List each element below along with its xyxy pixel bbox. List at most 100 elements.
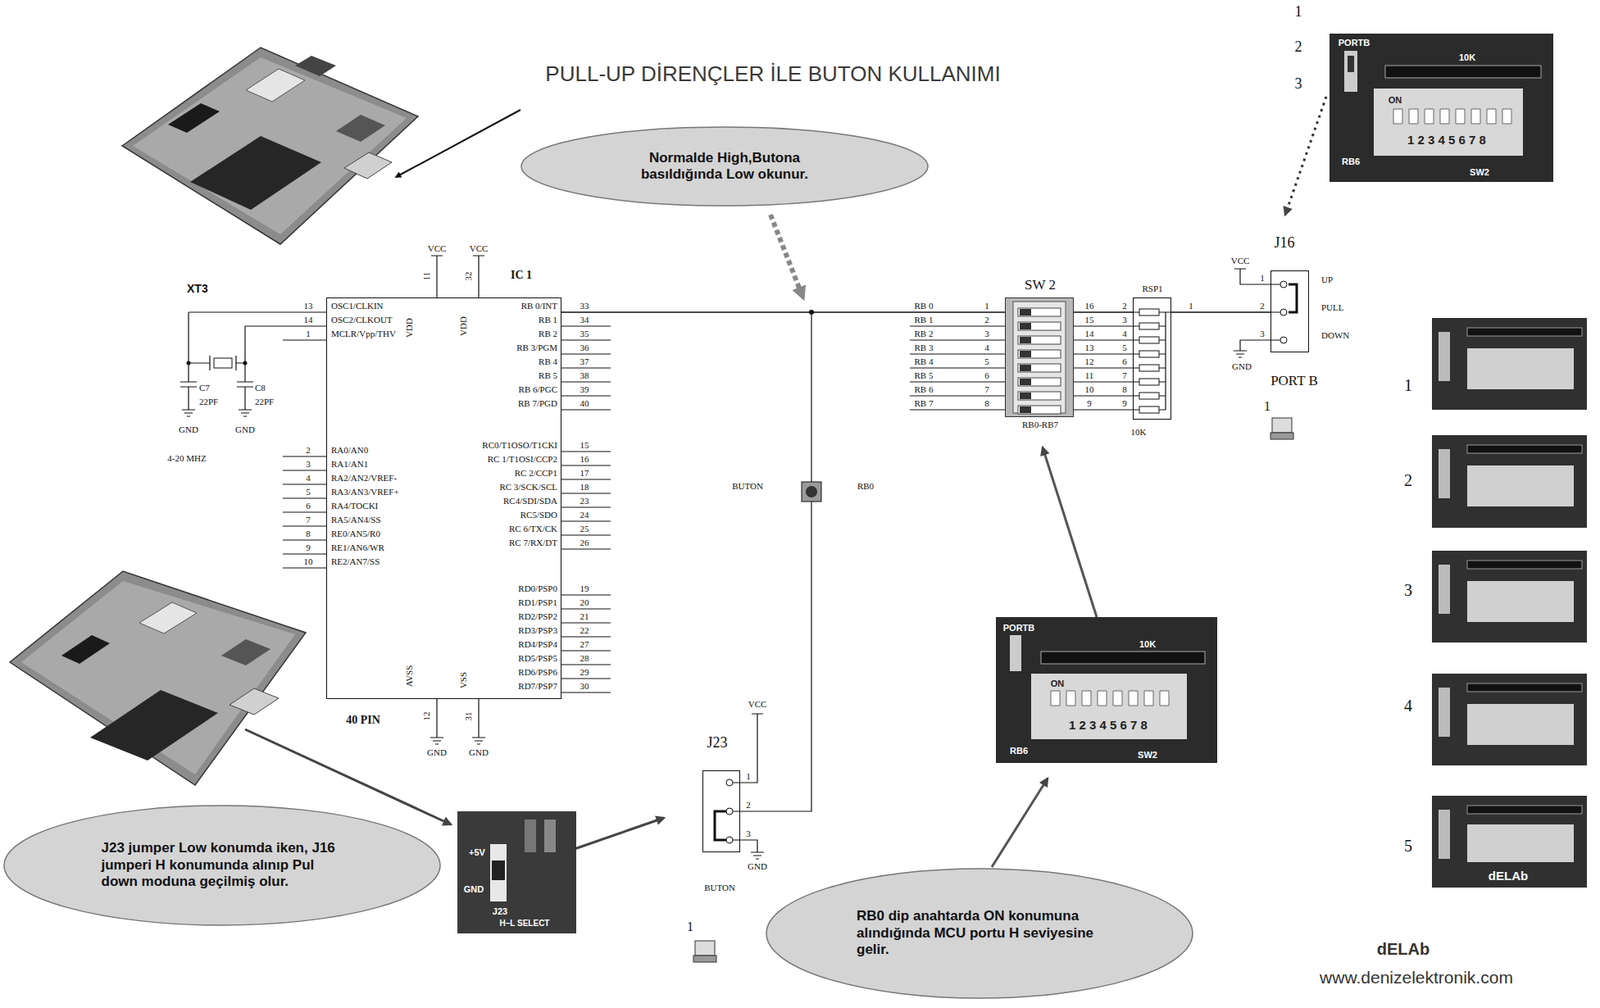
- pin-number: 39: [580, 385, 590, 395]
- port-wire: [1073, 326, 1140, 410]
- pin-number: 31: [463, 712, 473, 722]
- junction-dot: [243, 361, 248, 366]
- resistor-wire: [1132, 312, 1172, 410]
- pin-name: RB 4: [538, 357, 558, 367]
- pin-number: 2: [984, 315, 990, 325]
- photo-dip-switch: [1467, 704, 1574, 746]
- pin-number: 9: [305, 543, 311, 553]
- pin-number: 18: [580, 482, 590, 492]
- power-label: GND: [178, 425, 199, 435]
- photo-header: [1438, 809, 1450, 860]
- pin-name: RB 3/PGM: [516, 343, 558, 353]
- signal-label: RB 5: [914, 371, 934, 381]
- pin-number: 4: [984, 343, 990, 353]
- resistor-symbol: [1139, 350, 1160, 358]
- pin-number: 14: [1085, 329, 1095, 339]
- pin-number: 9: [1122, 399, 1128, 409]
- board-closeup-photo: [1329, 33, 1554, 182]
- pin-name: RB 5: [538, 371, 558, 381]
- pin-name: RC4/SDI/SDA: [503, 496, 558, 506]
- website-text: www.denizelektronik.com: [1319, 968, 1514, 987]
- pin-name: MCLR/Vpp/THV: [331, 329, 396, 339]
- pin-name: RB 7/PGD: [518, 399, 558, 409]
- photo-text: dELAb: [1488, 869, 1528, 882]
- power-label: GND: [427, 748, 447, 758]
- pin-number: 12: [1085, 357, 1095, 367]
- callout-number: 2: [1295, 39, 1303, 55]
- pin-name: RD3/PSP3: [518, 626, 558, 636]
- board-display: [61, 635, 110, 664]
- pin-number: 16: [580, 454, 590, 464]
- jumper-pin: [1280, 336, 1287, 344]
- power-label: GND: [235, 425, 255, 435]
- dip-switch-box: SW 2RB0-RB7: [1004, 297, 1074, 418]
- board-photo: [122, 47, 419, 245]
- pin-name: RE1/AN6/WR: [331, 543, 385, 553]
- pin-number: 2: [745, 800, 751, 810]
- callout-number: 1: [1404, 377, 1413, 394]
- dip-lever: [1019, 392, 1032, 400]
- board-display: [168, 103, 220, 133]
- photo-resistor-array: [1467, 327, 1582, 337]
- callout-number: 1: [1295, 4, 1303, 19]
- component-label: C7: [199, 383, 210, 393]
- component-title: RSP1: [1141, 283, 1163, 295]
- pin-number: 8: [305, 529, 311, 539]
- callout-ellipse-outline: [766, 868, 1193, 999]
- pin-number: 6: [984, 371, 990, 381]
- component-title: IC 1: [510, 268, 532, 283]
- dip-slot: [1018, 322, 1061, 331]
- callout-text: Normalde High,Butona basıldığında Low ok…: [626, 150, 823, 184]
- pin-name: VSS: [459, 672, 469, 689]
- signal-label: RB0: [857, 481, 874, 491]
- pin-name: RC 7/RX/DT: [509, 538, 558, 548]
- dip-slot: [1018, 336, 1061, 345]
- component-title: 40 PIN: [345, 713, 381, 728]
- pin-name: RC 3/SCK/SCL: [499, 482, 558, 492]
- component-title: J16: [1273, 234, 1295, 253]
- jumper-icon: [695, 940, 715, 956]
- dip-lever: [1019, 309, 1032, 316]
- pin-number: 27: [580, 640, 590, 650]
- pin-number: 3: [984, 329, 990, 339]
- component-value: 4-20 MHZ: [167, 454, 206, 464]
- callout-number: 5: [1404, 837, 1413, 855]
- photo-text: SW2: [1469, 168, 1490, 178]
- board-chip: [336, 114, 386, 142]
- pin-number: 38: [580, 371, 590, 381]
- photo-jumper: [491, 860, 505, 881]
- component-title: J23: [706, 734, 728, 753]
- pin-wire: [188, 312, 327, 569]
- ic-chip-box: IC 140 PIN: [326, 297, 562, 700]
- photo-dip-switch: [1467, 581, 1574, 623]
- pin-name: RD7/PSP7: [518, 681, 558, 691]
- photo-dip-switch: [1373, 88, 1523, 156]
- dip-lever: [1019, 336, 1032, 344]
- crystal-symbol: [213, 358, 232, 369]
- component-title: SW 2: [1024, 277, 1056, 294]
- pin-number: 22: [580, 626, 590, 636]
- jumper-mode: UP: [1321, 275, 1333, 285]
- pin-number: 8: [984, 399, 990, 409]
- crystal-label: XT3: [186, 282, 209, 295]
- board-closeup-photo: [1431, 318, 1587, 410]
- signal-label: RB 1: [914, 315, 934, 325]
- pin-name: RD2/PSP2: [518, 612, 558, 622]
- leader-arrow: [1042, 447, 1097, 618]
- dip-slot: [1018, 350, 1061, 359]
- board-lcd: [190, 136, 322, 210]
- pin-number: 16: [1085, 301, 1095, 311]
- pin-number: 32: [463, 272, 473, 282]
- pin-name: RB 0/INT: [521, 301, 558, 311]
- photo-text: H–L SELECT: [500, 919, 550, 928]
- pin-number: 15: [1085, 315, 1095, 325]
- photo-text: ON: [1388, 95, 1403, 105]
- photo-resistor-array: [1467, 445, 1582, 454]
- pin-number: 15: [580, 440, 590, 450]
- jumper-photo-column: [1431, 318, 1587, 888]
- pin-name: RA0/AN0: [331, 445, 369, 455]
- button-label: BUTON: [704, 883, 736, 893]
- pin-number: 3: [1259, 329, 1265, 339]
- photo-resistor-array: [1467, 805, 1582, 814]
- pin-number: 11: [1085, 371, 1095, 381]
